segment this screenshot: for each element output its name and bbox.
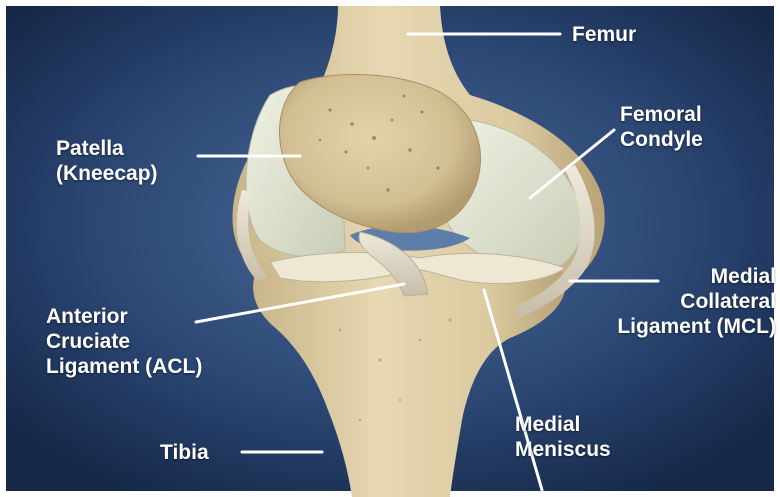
patella-label: Patella (Kneecap) bbox=[56, 136, 158, 186]
mcl-label-line-1: Medial bbox=[566, 264, 776, 289]
medial-meniscus-label-line-2: Meniscus bbox=[515, 437, 611, 462]
acl-label: Anterior Cruciate Ligament (ACL) bbox=[46, 304, 202, 379]
mcl-label-line-3: Ligament (MCL) bbox=[566, 314, 776, 339]
femoral-condyle-label-line-1: Femoral bbox=[620, 102, 703, 127]
patella-label-line-2: (Kneecap) bbox=[56, 161, 158, 186]
acl-label-line-3: Ligament (ACL) bbox=[46, 354, 202, 379]
femoral-condyle-label-line-2: Condyle bbox=[620, 127, 703, 152]
mcl-label-line-2: Collateral bbox=[566, 289, 776, 314]
acl-label-line-1: Anterior bbox=[46, 304, 202, 329]
tibia-label: Tibia bbox=[160, 440, 209, 465]
mcl-label: Medial Collateral Ligament (MCL) bbox=[566, 264, 776, 339]
medial-meniscus-label-line-1: Medial bbox=[515, 412, 611, 437]
femur-label: Femur bbox=[572, 22, 636, 47]
acl-label-line-2: Cruciate bbox=[46, 329, 202, 354]
femoral-condyle-label: Femoral Condyle bbox=[620, 102, 703, 152]
medial-meniscus-label: Medial Meniscus bbox=[515, 412, 611, 462]
patella-label-line-1: Patella bbox=[56, 136, 158, 161]
